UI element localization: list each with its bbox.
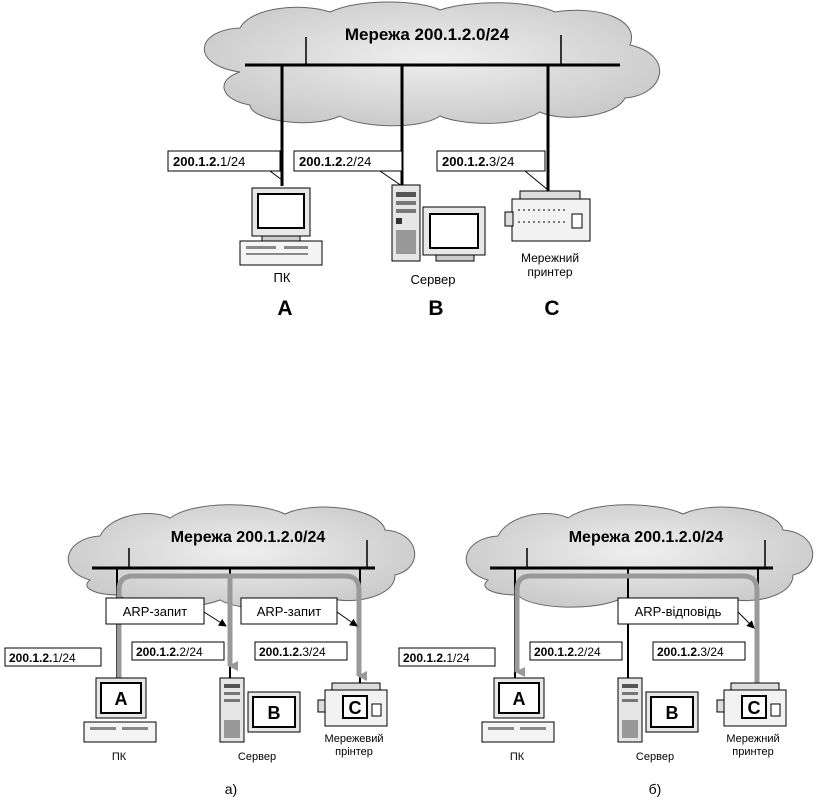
ip-label-a: 200.1.2.1/24 <box>398 647 496 667</box>
svg-text:200.1.2.1/24: 200.1.2.1/24 <box>9 651 76 665</box>
svg-text:200.1.2.3/24: 200.1.2.3/24 <box>442 154 514 169</box>
pc-icon <box>239 187 323 266</box>
diagram-top: Мережа 200.1.2.0/24 200.1.2.1/24 200.1.2… <box>167 1 660 320</box>
printer-icon <box>504 190 591 242</box>
arp-request-box <box>240 597 338 625</box>
ip-label-b: 200.1.2.2/24 <box>529 641 623 661</box>
caption-a: а) <box>225 781 237 797</box>
pc-icon <box>83 677 157 743</box>
arp-reply-box <box>617 597 739 625</box>
host-letter-c: C <box>544 297 559 320</box>
arp-reply-path <box>514 573 760 684</box>
device-label-pc: ПК <box>274 270 291 285</box>
network-label: Мережа 200.1.2.0/24 <box>569 529 724 546</box>
device-label-printer-line1: Мережний <box>521 251 579 265</box>
svg-text:200.1.2.2/24: 200.1.2.2/24 <box>136 645 203 659</box>
host-letter-a: A <box>513 689 526 709</box>
ip-label-c: 200.1.2.3/24 <box>254 641 348 661</box>
svg-text:200.1.2.2/24: 200.1.2.2/24 <box>534 645 601 659</box>
host-letter-c: C <box>748 698 761 718</box>
ip-label-c: 200.1.2.3/24 <box>652 641 746 661</box>
printer-icon <box>317 682 388 727</box>
device-label-printer-line1: Мережний <box>726 733 779 745</box>
host-letter-a: A <box>277 297 292 320</box>
svg-text:200.1.2.2/24: 200.1.2.2/24 <box>299 154 371 169</box>
device-label-server: Сервер <box>238 751 276 763</box>
printer-icon <box>716 682 787 727</box>
ip-label-a: 200.1.2.1/24 <box>167 150 283 181</box>
network-cloud <box>465 504 814 610</box>
device-label-server: Сервер <box>410 272 455 287</box>
server-icon <box>219 677 301 743</box>
arp-request-path <box>116 573 367 681</box>
host-letter-a: A <box>115 689 128 709</box>
network-label: Мережа 200.1.2.0/24 <box>345 25 510 44</box>
device-label-printer-line2: прінтер <box>335 746 373 758</box>
device-label-printer-line2: принтер <box>732 746 773 758</box>
device-label-server: Сервер <box>636 751 674 763</box>
ip-label-a: 200.1.2.1/24 <box>4 647 102 667</box>
arp-request-label: ARP-запит <box>257 604 322 619</box>
svg-text:200.1.2.1/24: 200.1.2.1/24 <box>173 154 245 169</box>
host-letter-b: B <box>268 703 281 723</box>
server-icon <box>391 184 486 262</box>
host-letter-b: B <box>666 703 679 723</box>
svg-text:200.1.2.3/24: 200.1.2.3/24 <box>657 645 724 659</box>
diagram-b: Мережа 200.1.2.0/24 ARP-відповідь 200.1.… <box>398 504 814 797</box>
device-label-pc: ПК <box>112 751 127 763</box>
svg-text:200.1.2.1/24: 200.1.2.1/24 <box>403 651 470 665</box>
server-icon <box>617 677 699 743</box>
diagram-a: Мережа 200.1.2.0/24 ARP-запит ARP-запит … <box>4 504 416 797</box>
caption-b: б) <box>649 781 662 797</box>
ip-label-b: 200.1.2.2/24 <box>131 641 225 661</box>
network-label: Мережа 200.1.2.0/24 <box>171 529 326 546</box>
ip-label-c: 200.1.2.3/24 <box>436 150 549 191</box>
device-label-pc: ПК <box>510 751 525 763</box>
host-letter-b: B <box>428 297 443 320</box>
arp-request-label: ARP-запит <box>123 604 188 619</box>
ip-label-b: 200.1.2.2/24 <box>293 150 403 187</box>
arp-request-box <box>105 597 205 625</box>
device-label-printer-line2: принтер <box>527 265 573 279</box>
host-letter-c: C <box>349 698 362 718</box>
arp-reply-label: ARP-відповідь <box>635 604 722 619</box>
svg-text:200.1.2.3/24: 200.1.2.3/24 <box>259 645 326 659</box>
device-label-printer-line1: Мережевий <box>324 733 383 745</box>
pc-icon <box>481 677 555 743</box>
